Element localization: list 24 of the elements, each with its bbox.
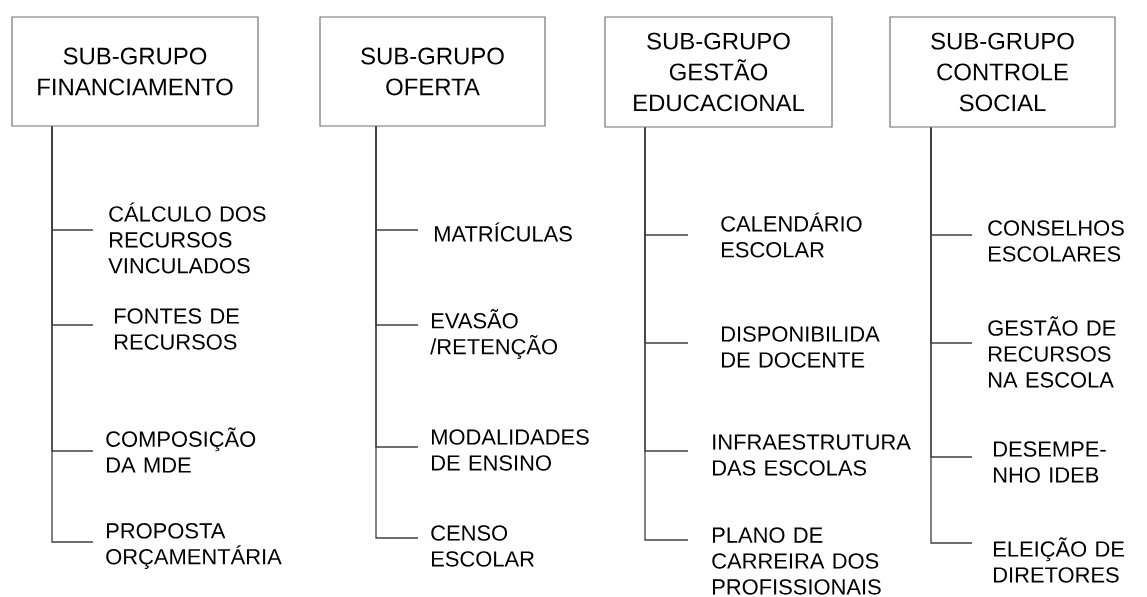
group-box: SUB-GRUPO CONTROLE SOCIAL xyxy=(889,16,1116,128)
connector-line xyxy=(51,125,94,543)
item-text: CONSELHOS ESCOLARES xyxy=(988,220,1124,262)
item-text: INFRAESTRUTURA DAS ESCOLAS xyxy=(713,434,911,476)
item-text: CALENDÁRIO ESCOLAR xyxy=(721,212,862,258)
item-text: COMPOSIÇÃO DA MDE xyxy=(106,427,256,473)
item-text: PROPOSTA ORÇAMENTÁRIA xyxy=(106,523,282,569)
item-text: CÁLCULO DOS RECURSOS VINCULADOS xyxy=(108,202,266,274)
item-text: DISPONIBILIDA DE DOCENTE xyxy=(722,326,880,368)
item-text: CENSO ESCOLAR xyxy=(431,525,534,567)
item-text: MODALIDADES DE ENSINO xyxy=(432,429,589,471)
group-box: SUB-GRUPO OFERTA xyxy=(319,16,546,127)
connector-line xyxy=(930,126,973,544)
item-text: MATRÍCULAS xyxy=(435,222,572,242)
group-box: SUB-GRUPO GESTÃO EDUCACIONAL xyxy=(604,16,833,128)
item-text: FONTES DE RECURSOS xyxy=(115,308,239,350)
item-text: GESTÃO DE RECURSOS NA ESCOLA xyxy=(988,316,1116,388)
item-text: DESEMPE- NHO IDEB xyxy=(994,441,1106,483)
item-text: EVASÃO /RETENÇÃO xyxy=(430,309,557,359)
group-box: SUB-GRUPO FINANCIAMENTO xyxy=(11,16,259,127)
item-text: ELEIÇÃO DE DIRETORES xyxy=(994,537,1125,583)
connector-line xyxy=(644,126,689,541)
item-text: PLANO DE CARREIRA DOS PROFISSIONAIS xyxy=(712,527,881,595)
connector-line xyxy=(375,125,419,539)
